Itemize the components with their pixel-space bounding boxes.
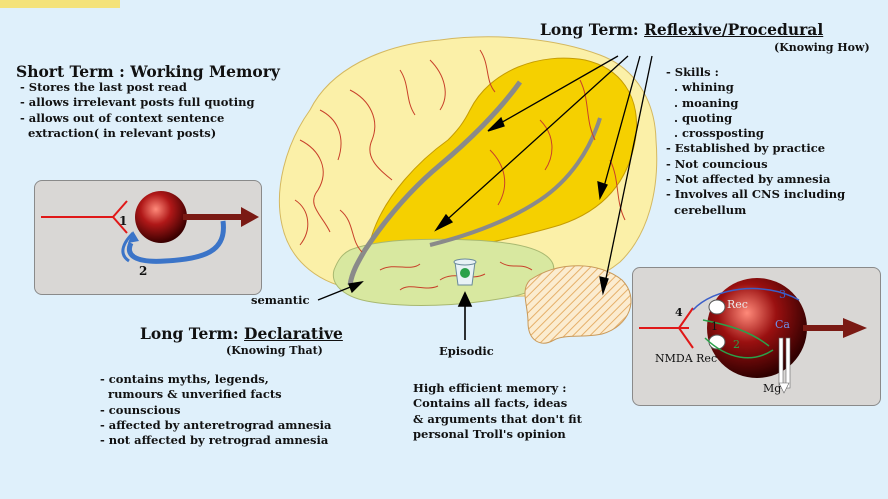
semantic-label: semantic [251,293,309,307]
list-item: - contains myths, legends, [100,372,331,387]
neuron-diagram-2: 4 1 2 3 Rec Ca NMDA Rec Mg [633,268,880,405]
high-efficient-memory-note: High efficient memory : Contains all fac… [413,381,582,442]
neuron-panel-working-memory: 1 2 [34,180,262,295]
list-item: - Established by practice [666,141,845,156]
list-item: - Not councious [666,157,845,172]
long-term-declarative-title: Declarative [244,324,343,343]
list-item: - allows out of context sentence [20,111,255,126]
neuron2-nmda-rec-label: NMDA Rec [655,352,717,365]
neuron1-label-1: 1 [119,214,127,228]
neuron2-rec-label: Rec [727,298,748,311]
note-line: personal Troll's opinion [413,427,582,442]
neuron2-label-3: 3 [779,288,786,301]
long-term-reflexive-prefix: Long Term: [540,20,644,39]
list-item: rumours & unverified facts [100,387,331,402]
list-item: - Not affected by amnesia [666,172,845,187]
neuron2-mg-label: Mg [763,382,781,395]
long-term-reflexive-heading: Long Term: Reflexive/Procedural [540,20,823,39]
long-term-reflexive-title: Reflexive/Procedural [644,20,823,39]
neuron2-ca-label: Ca [775,318,790,331]
list-item: - Involves all CNS including [666,187,845,202]
note-line: Contains all facts, ideas [413,396,582,411]
long-term-reflexive-subtitle: (Knowing How) [774,41,870,54]
recycle-bin-icon [454,259,476,285]
list-item: extraction( in relevant posts) [20,126,255,141]
neuron2-label-2: 2 [733,338,740,351]
short-term-list: - Stores the last post read - allows irr… [20,80,255,141]
short-term-title: Short Term : Working Memory [16,62,280,81]
long-term-declarative-prefix: Long Term: [140,324,244,343]
list-item: - Skills : [666,65,845,80]
list-item: . whining [666,80,845,95]
list-item: - counscious [100,403,331,418]
long-term-declarative-heading: Long Term: Declarative [140,324,343,343]
neuron-panel-nmda: 4 1 2 3 Rec Ca NMDA Rec Mg [632,267,881,406]
neuron2-label-4: 4 [675,306,683,319]
declarative-list: - contains myths, legends, rumours & unv… [100,372,331,448]
long-term-declarative-subtitle: (Knowing That) [226,344,323,357]
list-item: - Stores the last post read [20,80,255,95]
neuron1-label-2: 2 [139,264,147,278]
neuron-diagram-1: 1 2 [35,181,261,294]
note-line: High efficient memory : [413,381,582,396]
list-item: cerebellum [666,203,845,218]
list-item: - affected by anteretrograd amnesia [100,418,331,433]
note-line: & arguments that don't fit [413,412,582,427]
list-item: - allows irrelevant posts full quoting [20,95,255,110]
neuron2-label-1: 1 [711,320,718,333]
reflexive-list: - Skills : . whining . moaning . quoting… [666,65,845,218]
cerebellum [525,266,631,343]
list-item: - not affected by retrograd amnesia [100,433,331,448]
list-item: . quoting [666,111,845,126]
episodic-label: Episodic [439,344,494,358]
list-item: . moaning [666,96,845,111]
list-item: . crossposting [666,126,845,141]
